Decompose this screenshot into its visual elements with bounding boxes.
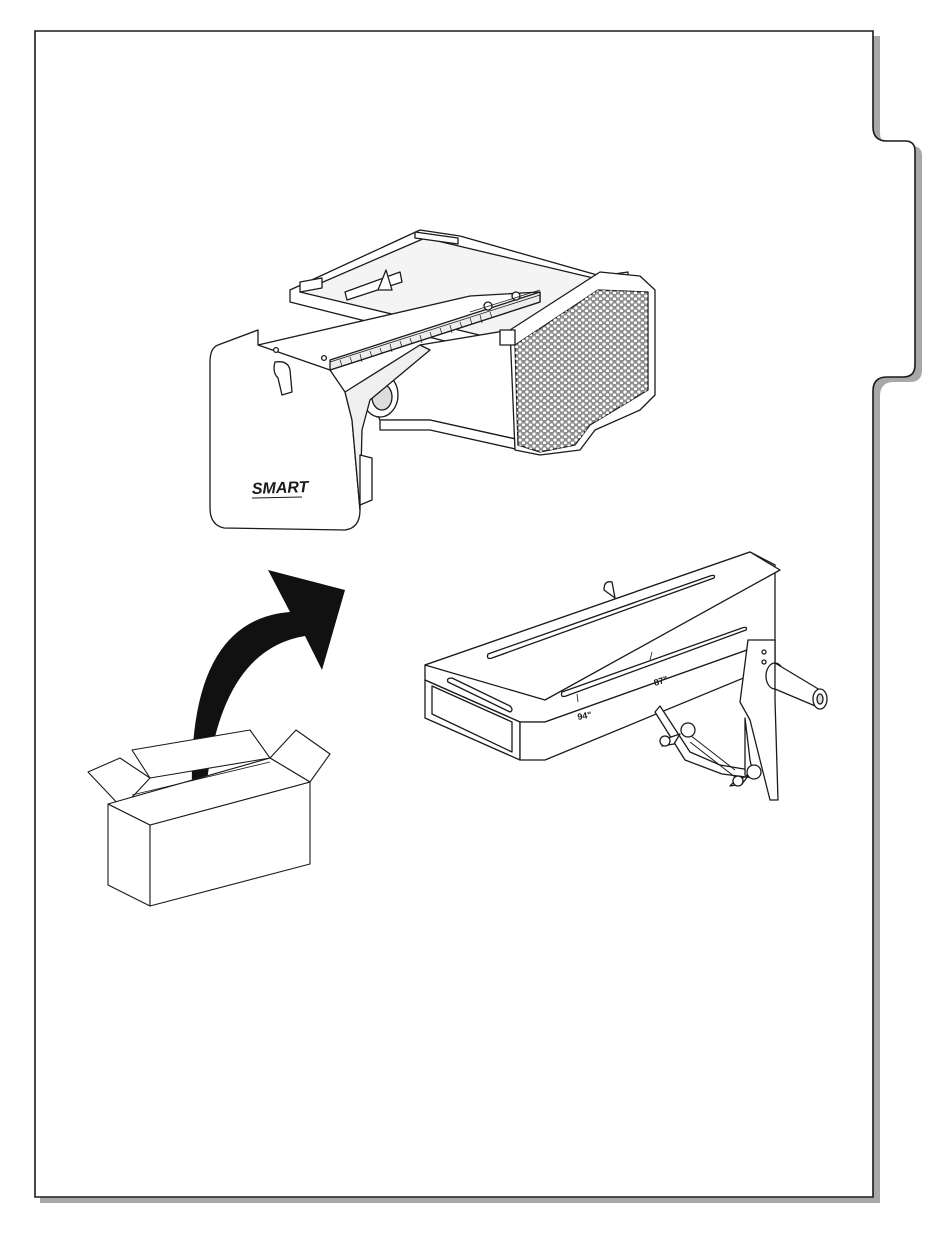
page-outline xyxy=(35,31,915,1197)
smart-logo: SMART xyxy=(252,479,310,498)
